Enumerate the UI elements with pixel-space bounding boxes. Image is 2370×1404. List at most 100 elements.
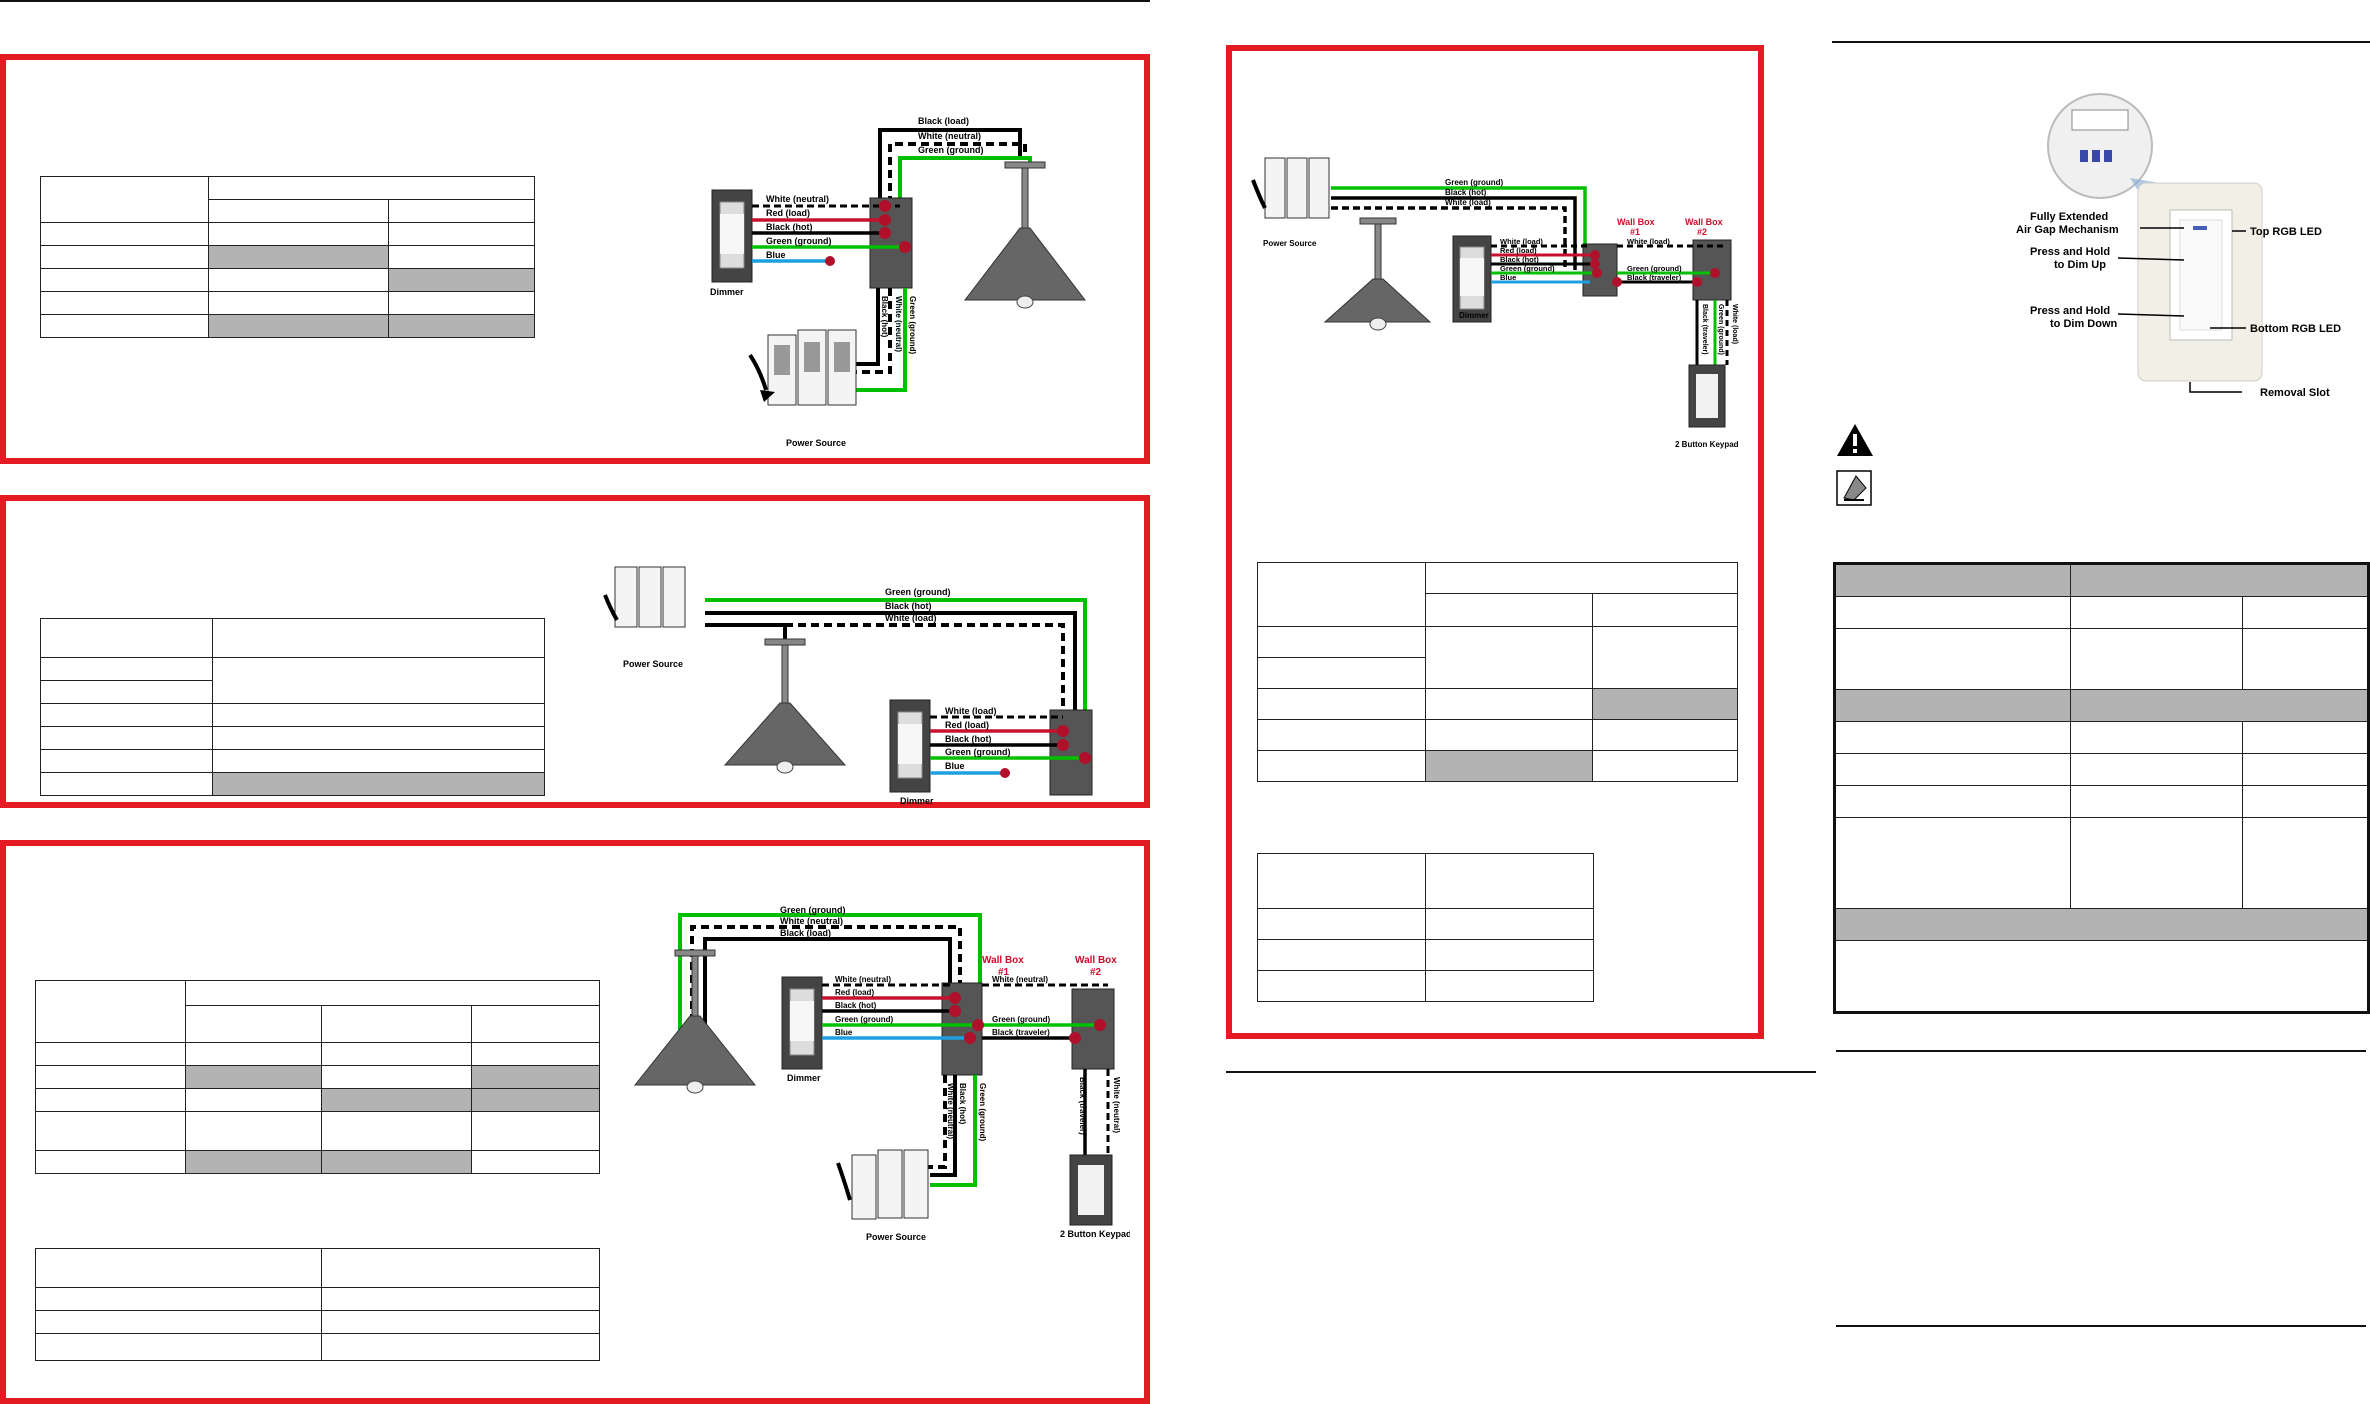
label2-white-load: White (load) [885, 613, 937, 623]
diagram-panel-1 [0, 54, 1150, 464]
panel3-table-a [35, 980, 601, 1174]
center-rule [1226, 1071, 1816, 1073]
label4-black-hot-dimmer: Black (hot) [1500, 255, 1539, 264]
power-source-breakers-2 [603, 566, 686, 628]
dimmer-label: Dimmer [710, 287, 744, 297]
label-green-ground: Green (ground) [918, 145, 984, 155]
right-mid-rule [1836, 1050, 2366, 1052]
device-label-dim-down-2: to Dim Down [2050, 318, 2117, 330]
label3-vert-white-neutral2: White (neutral) [946, 1083, 955, 1139]
wallbox1-num: #1 [998, 967, 1010, 978]
device-label-bottom-led: Bottom RGB LED [2250, 323, 2341, 335]
panel1-table [40, 176, 535, 338]
pendant-lamp-4 [1323, 217, 1432, 331]
label-vert-black-hot: Black (hot) [880, 296, 889, 338]
device-label-dim-up: Press and Hold [2030, 246, 2110, 258]
wiring-diagram-4: Power Source Green (ground) Black (hot) … [1251, 157, 1739, 449]
label2-green-ground: Green (ground) [885, 587, 951, 597]
power-source-label: Power Source [786, 438, 846, 448]
dimmer-device-4 [1452, 235, 1492, 323]
label4-white-load: White (load) [1445, 198, 1491, 207]
label2-blue: Blue [945, 761, 965, 771]
label3-red-load: Red (load) [835, 988, 874, 997]
device-label-top-led: Top RGB LED [2250, 226, 2322, 238]
dimmer-device-2 [889, 699, 931, 793]
dimmer-device [711, 189, 753, 283]
label-white-neutral-2: White (neutral) [766, 194, 829, 204]
pendant-lamp-3 [633, 949, 757, 1094]
label4-black-hot: Black (hot) [1445, 188, 1487, 197]
label4-black-traveler: Black (traveler) [1627, 273, 1682, 282]
label3-white-neutral-dimmer: White (neutral) [835, 975, 891, 984]
label2-black-hot: Black (hot) [885, 601, 932, 611]
diagram-panel-2 [0, 495, 1150, 808]
right-bottom-rule [1836, 1325, 2366, 1327]
power-source-breakers-3 [836, 1149, 929, 1220]
dimmer-label-4: Dimmer [1459, 311, 1489, 320]
label2-white-load-dimmer: White (load) [945, 706, 997, 716]
label3-green-ground-dimmer: Green (ground) [835, 1015, 894, 1024]
wall-box-4a [1582, 243, 1618, 297]
label3-black-load: Black (load) [780, 928, 831, 938]
wallbox4a-label: Wall Box [1617, 217, 1655, 227]
label-vert-white-neutral: White (neutral) [894, 296, 903, 352]
diagram-panel-3 [0, 840, 1150, 1404]
label4-blue: Blue [1500, 273, 1516, 282]
label4-white-load-box2: White (load) [1627, 237, 1670, 246]
label4-green-ground-box2: Green (ground) [1627, 264, 1682, 273]
label4-vert-green-ground: Green (ground) [1717, 304, 1724, 355]
device-label-dim-down: Press and Hold [2030, 305, 2110, 317]
label3-blue: Blue [835, 1028, 853, 1037]
label-green-ground-2: Green (ground) [766, 236, 832, 246]
label-white-neutral: White (neutral) [918, 131, 981, 141]
wall-box-3b [1071, 988, 1115, 1070]
power-source-label-4: Power Source [1263, 239, 1317, 248]
top-rule [0, 0, 1150, 2]
label-black-hot: Black (hot) [766, 222, 813, 232]
label3-vert-black-hot: Black (hot) [958, 1083, 967, 1125]
pendant-lamp-2 [723, 638, 847, 774]
wiring-diagram-2: Power Source Green (ground) Black (hot) … [603, 566, 1093, 806]
wiring-diagram-1: Black (load) White (neutral) Green (grou… [710, 116, 1087, 448]
label3-black-hot: Black (hot) [835, 1001, 877, 1010]
device-label-air-gap: Fully Extended [2030, 211, 2108, 223]
label4-green-ground: Green (ground) [1445, 178, 1504, 187]
label4-green-ground-dimmer: Green (ground) [1500, 264, 1555, 273]
pendant-lamp [963, 161, 1087, 309]
dimmer-label-3: Dimmer [787, 1073, 821, 1083]
label2-green-ground-dimmer: Green (ground) [945, 747, 1011, 757]
panel4-table-a [1257, 562, 1738, 782]
keypad-device-3 [1069, 1154, 1113, 1226]
label4-vert-white-load: White (load) [1731, 304, 1738, 344]
dimmer-label-2: Dimmer [900, 796, 934, 806]
label-vert-green-ground: Green (ground) [908, 296, 917, 355]
device-illustration: Fully Extended Air Gap Mechanism Press a… [2016, 93, 2341, 399]
diagram-panel-4 [1226, 45, 1764, 1039]
specifications-table [1833, 562, 2370, 1014]
wallbox4b-num: #2 [1697, 227, 1707, 237]
wallbox1-label: Wall Box [982, 955, 1024, 966]
label3-white-neutral-box2: White (neutral) [992, 975, 1048, 984]
label3-black-traveler: Black (traveler) [992, 1028, 1050, 1037]
panel3-table-b [35, 1248, 600, 1361]
wallbox4a-num: #1 [1630, 227, 1640, 237]
wiring-diagram-3: Green (ground) White (neutral) Black (lo… [633, 905, 1130, 1242]
label3-vert-white-neutral: White (neutral) [1112, 1077, 1121, 1133]
device-label-dim-up-2: to Dim Up [2054, 259, 2106, 271]
wallbox2-label: Wall Box [1075, 955, 1117, 966]
label3-vert-black-traveler: Black (traveler) [1078, 1077, 1087, 1135]
label3-green-ground: Green (ground) [780, 905, 846, 915]
dimmer-device-3 [781, 976, 823, 1070]
warning-icon [1837, 424, 1873, 456]
label3-white-neutral: White (neutral) [780, 916, 843, 926]
label3-green-ground-box2: Green (ground) [992, 1015, 1051, 1024]
note-icon [1836, 470, 1872, 506]
label3-vert-green-ground: Green (ground) [978, 1083, 987, 1142]
keypad-device-4 [1688, 364, 1726, 428]
power-source-breakers [748, 329, 857, 406]
wallbox4b-label: Wall Box [1685, 217, 1723, 227]
label4-vert-black-traveler: Black (traveler) [1701, 304, 1708, 355]
device-label-air-gap-2: Air Gap Mechanism [2016, 224, 2119, 236]
label4-white-load-dimmer: White (load) [1500, 237, 1543, 246]
label4-red-load: Red (load) [1500, 246, 1537, 255]
